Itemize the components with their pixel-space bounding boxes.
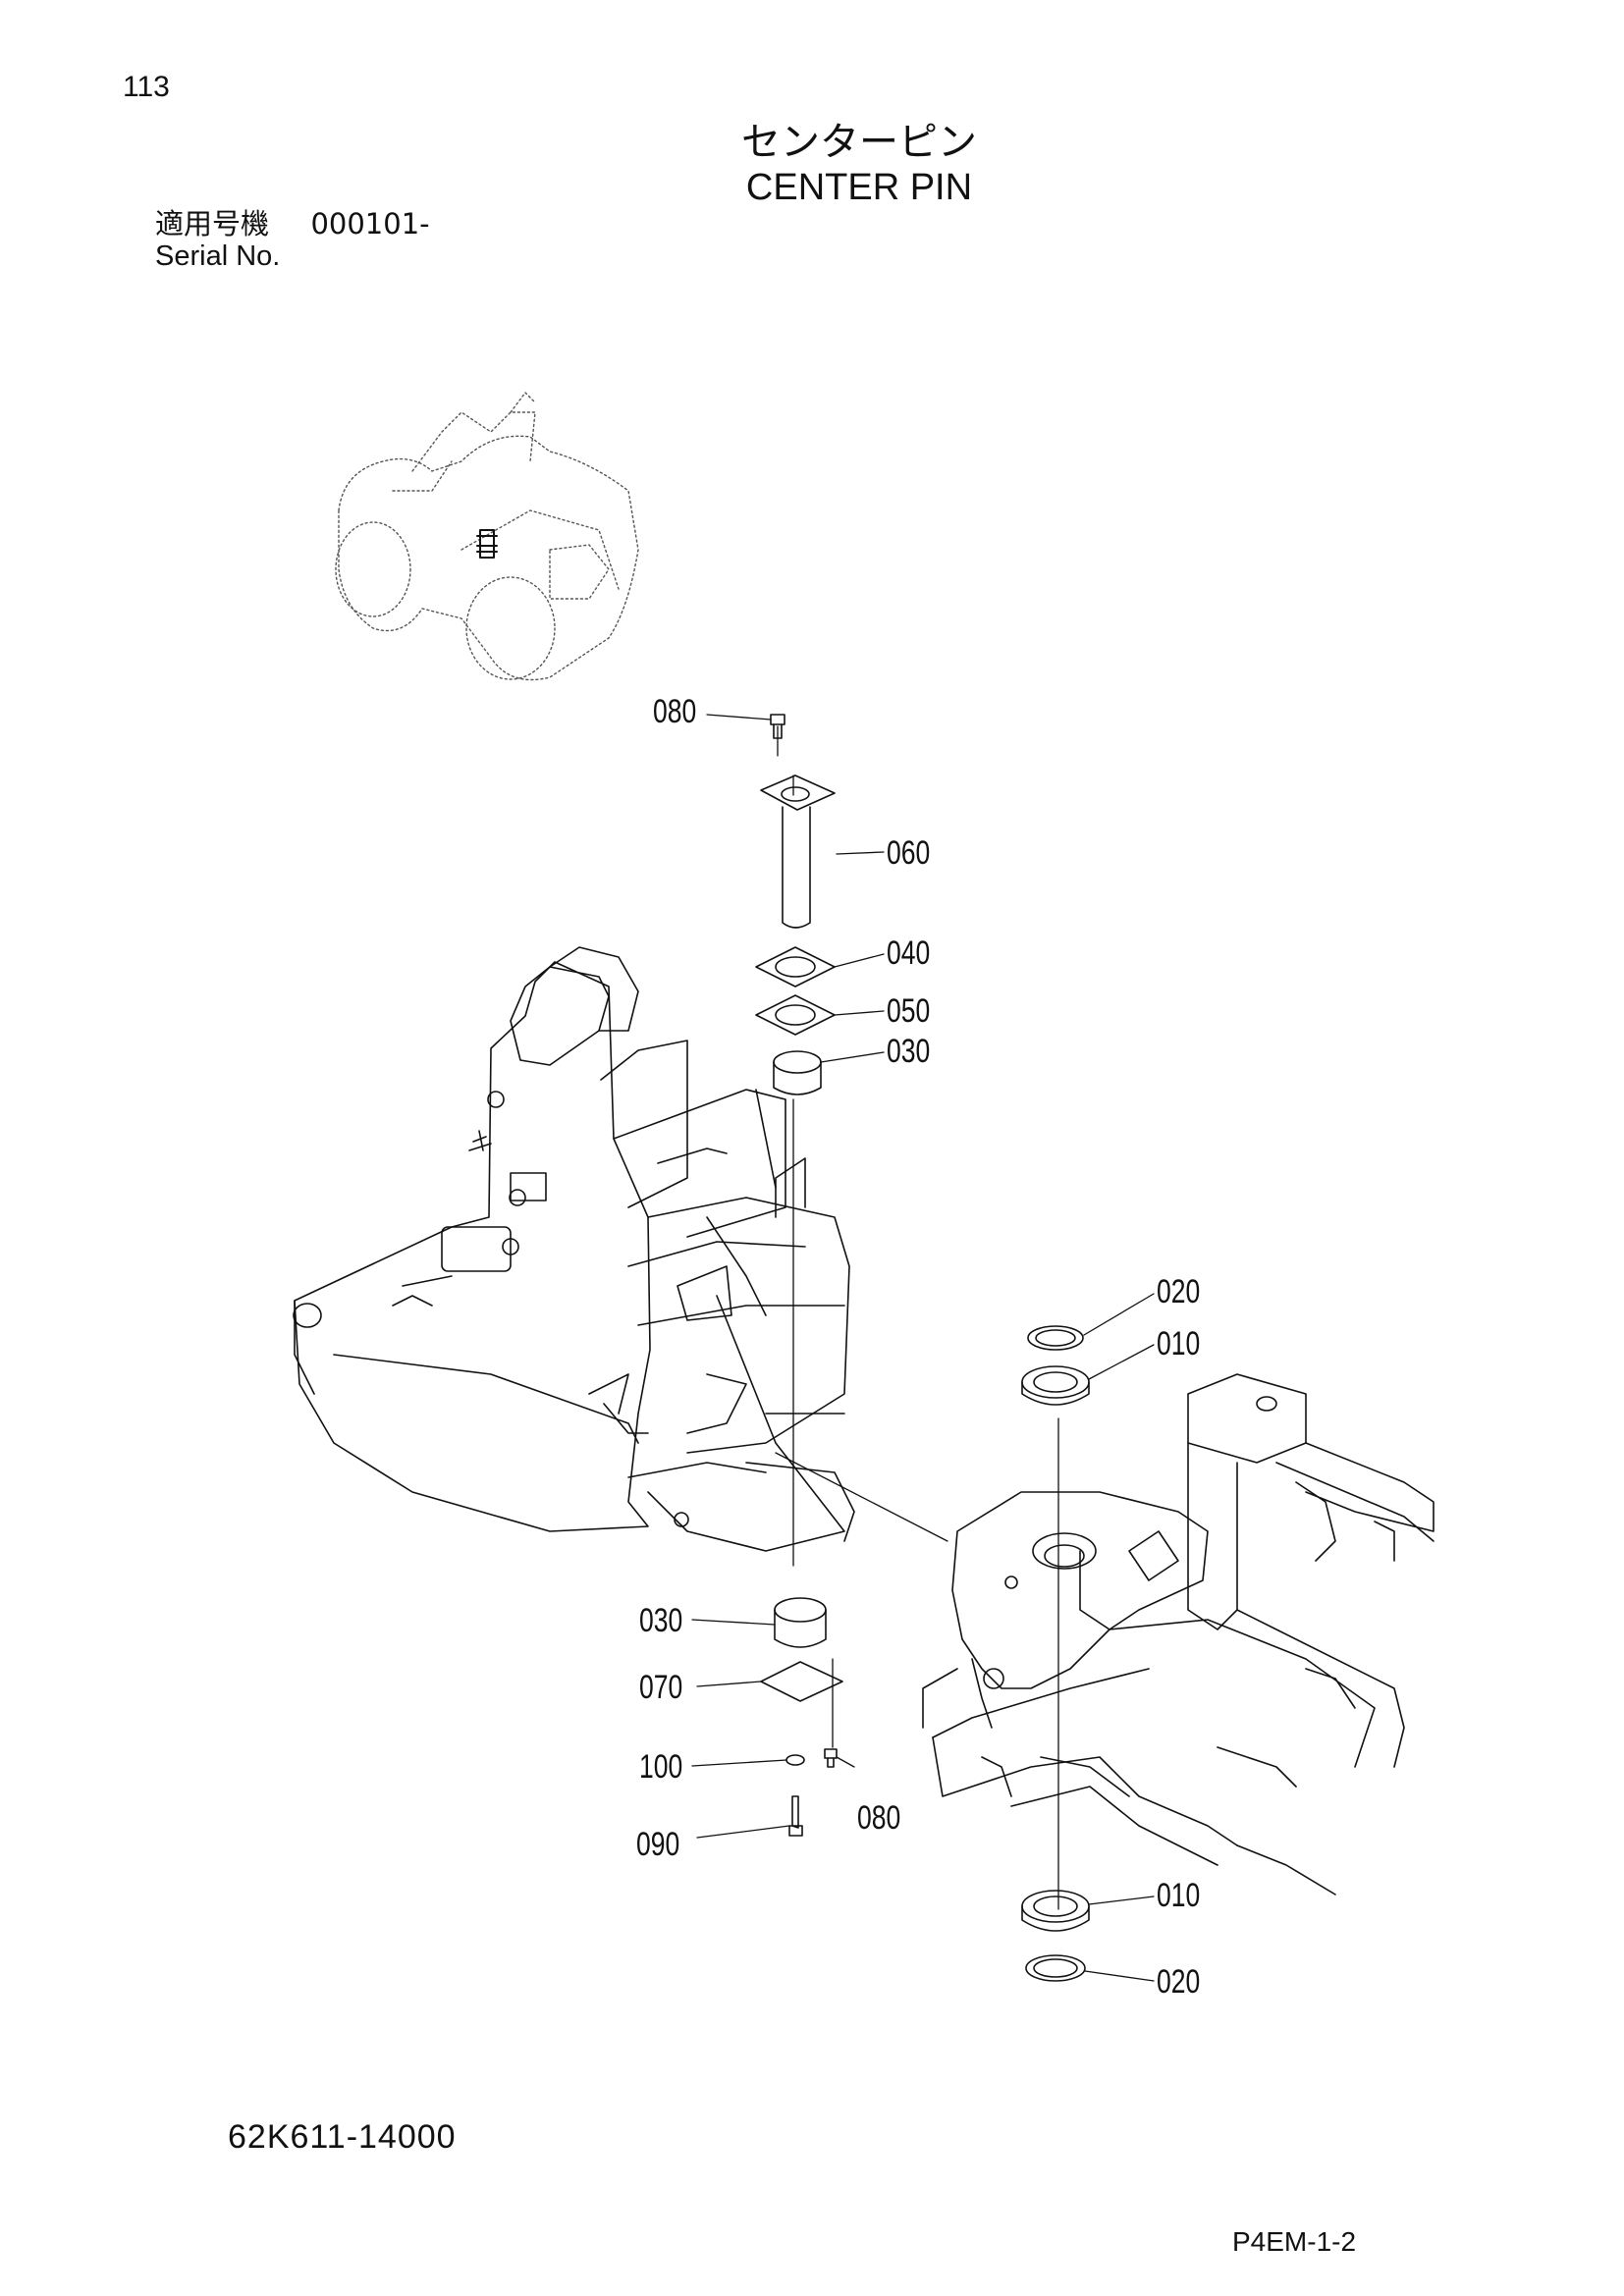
callout-label: 010 bbox=[1157, 1877, 1201, 1914]
serial-value: 000101- bbox=[310, 207, 430, 240]
callout-label: 030 bbox=[639, 1602, 683, 1639]
callout-label: 060 bbox=[887, 834, 931, 872]
callout-label: 080 bbox=[653, 693, 697, 730]
callout-label: 090 bbox=[636, 1826, 680, 1863]
bushing-030-top bbox=[773, 1050, 822, 1095]
serial-label: Serial No. bbox=[155, 240, 281, 272]
callout-label: 040 bbox=[887, 934, 931, 972]
callout-label: 070 bbox=[639, 1669, 683, 1706]
callout-label: 030 bbox=[887, 1033, 931, 1070]
plate-070 bbox=[760, 1661, 843, 1702]
bolt-090 bbox=[788, 1795, 803, 1837]
drawing-number: 62K611-14000 bbox=[228, 2118, 457, 2156]
bearing-020-bottom bbox=[1025, 1954, 1086, 1982]
bolt-080-bottom bbox=[824, 1748, 838, 1768]
bushing-030-bottom bbox=[774, 1597, 827, 1648]
center-pin-060 bbox=[760, 774, 836, 929]
page-title: CENTER PIN bbox=[745, 167, 973, 208]
leader-lines bbox=[691, 714, 1155, 1982]
page-code: P4EM-1-2 bbox=[1232, 2226, 1357, 2257]
callout-label: 020 bbox=[1157, 1273, 1201, 1310]
page-title-japanese: センターピン bbox=[741, 120, 977, 165]
serial-range: 適用号機 000101- bbox=[155, 201, 430, 242]
callout-label: 050 bbox=[887, 992, 931, 1030]
front-frame bbox=[293, 946, 855, 1552]
bearing-010-top bbox=[1021, 1365, 1090, 1406]
washer-100 bbox=[785, 1754, 805, 1766]
callout-label: 020 bbox=[1157, 1963, 1201, 2001]
assembly-lines bbox=[775, 725, 1059, 1910]
bearing-020-top bbox=[1027, 1325, 1084, 1351]
bearing-010-bottom bbox=[1021, 1890, 1090, 1932]
shim-040 bbox=[755, 946, 836, 988]
machine-locator-sketch bbox=[335, 392, 639, 681]
rear-frame bbox=[922, 1373, 1435, 1896]
callout-label: 080 bbox=[857, 1799, 901, 1837]
callout-label: 010 bbox=[1157, 1325, 1201, 1362]
page-number: 113 bbox=[123, 71, 170, 103]
shim-050 bbox=[755, 994, 836, 1036]
locator-marker-icon bbox=[476, 529, 498, 559]
serial-label-japanese: 適用号機 bbox=[155, 207, 270, 240]
callout-label: 100 bbox=[639, 1748, 683, 1786]
